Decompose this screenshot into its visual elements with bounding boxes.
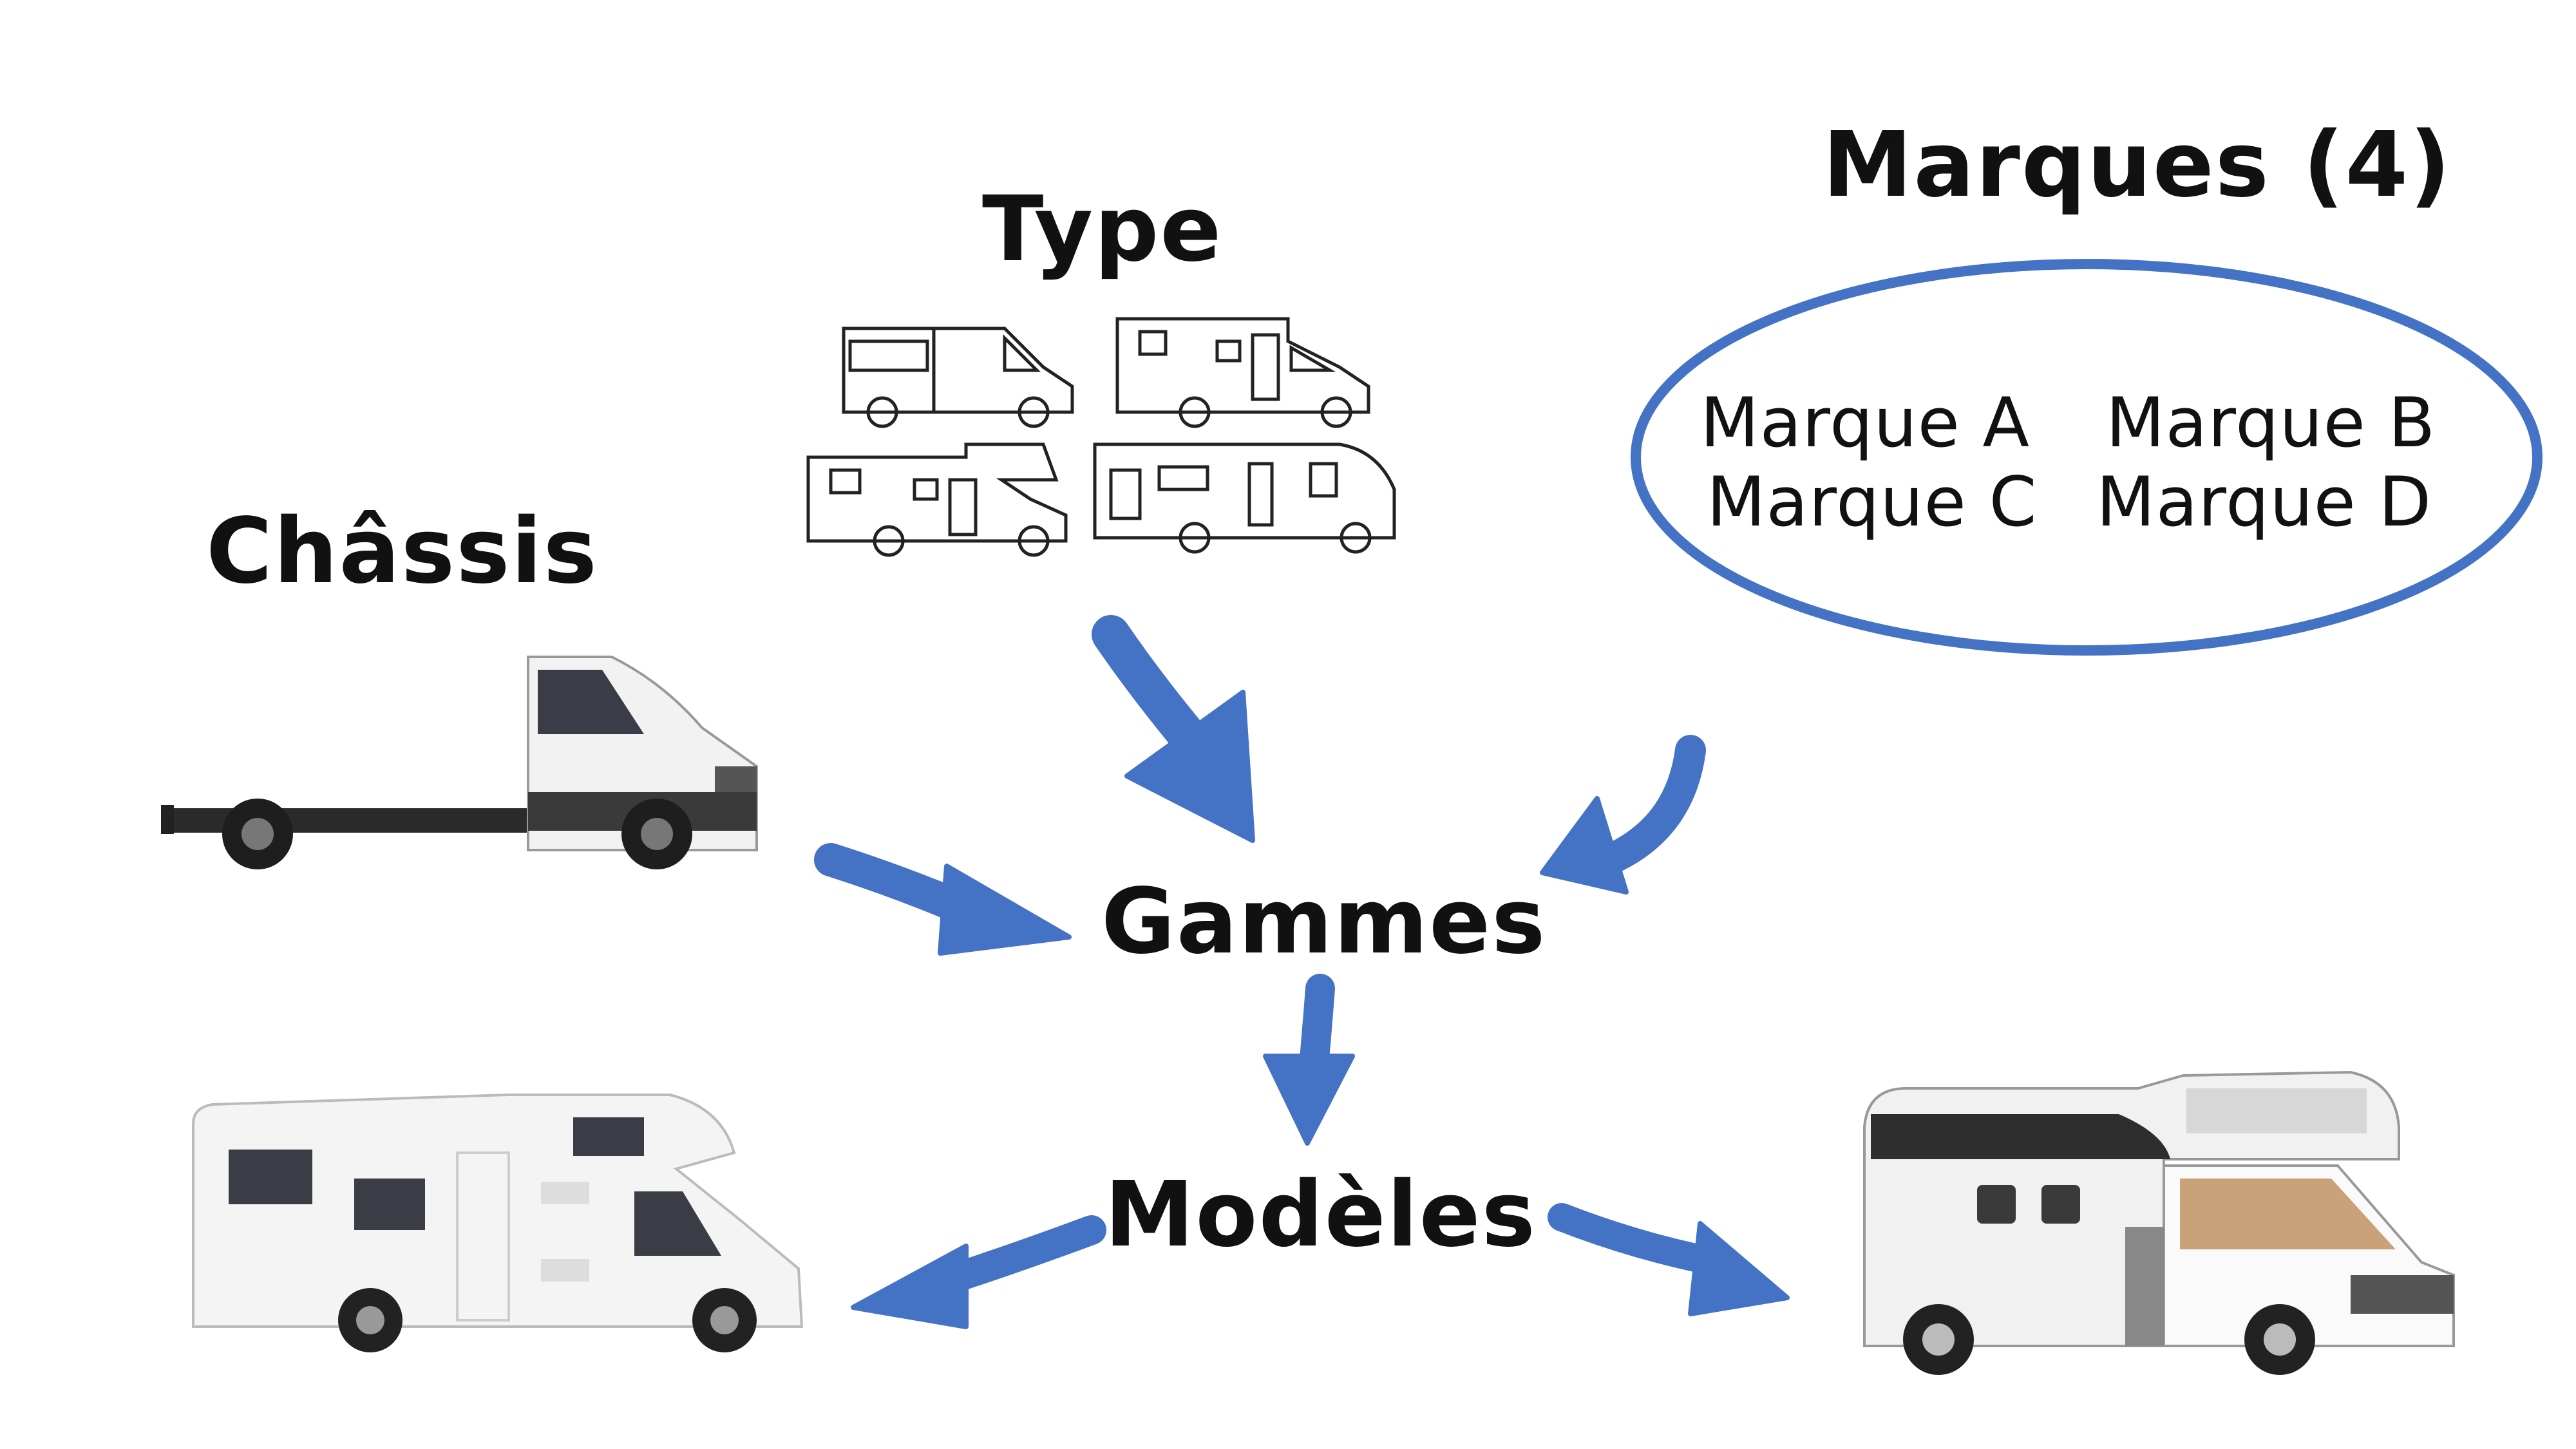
arrow-modeles-to-left-model bbox=[851, 1215, 1106, 1329]
brand-b-label: Marque B bbox=[2106, 383, 2436, 462]
brands-ellipse bbox=[1631, 259, 2543, 656]
arrow-marques-to-gammes bbox=[1540, 735, 1706, 895]
motorhome-outline-icon bbox=[1115, 317, 1370, 428]
brand-c-label: Marque C bbox=[1707, 462, 2038, 542]
arrow-chassis-to-gammes bbox=[814, 843, 1072, 956]
arrow-modeles-to-right-model bbox=[1548, 1203, 1790, 1316]
integral-motorhome-outline-icon bbox=[1093, 442, 1396, 554]
overcab-motorhome-outline-icon bbox=[806, 442, 1068, 557]
truck-camper-icon bbox=[1863, 1070, 2455, 1375]
brand-a-label: Marque A bbox=[1700, 383, 2031, 462]
type-label: Type bbox=[982, 177, 1223, 282]
marques-label: Marques (4) bbox=[1823, 113, 2452, 218]
arrow-gammes-to-modeles bbox=[1263, 974, 1355, 1146]
arrow-type-to-gammes bbox=[1092, 615, 1255, 843]
gammes-label: Gammes bbox=[1101, 869, 1547, 974]
overcab-motorhome-icon bbox=[192, 1094, 804, 1352]
modeles-label: Modèles bbox=[1104, 1162, 1537, 1267]
chassis-cab-truck-icon bbox=[161, 656, 758, 869]
brand-d-label: Marque D bbox=[2096, 462, 2432, 542]
chassis-label: Châssis bbox=[206, 499, 598, 604]
van-outline-icon bbox=[842, 327, 1074, 428]
